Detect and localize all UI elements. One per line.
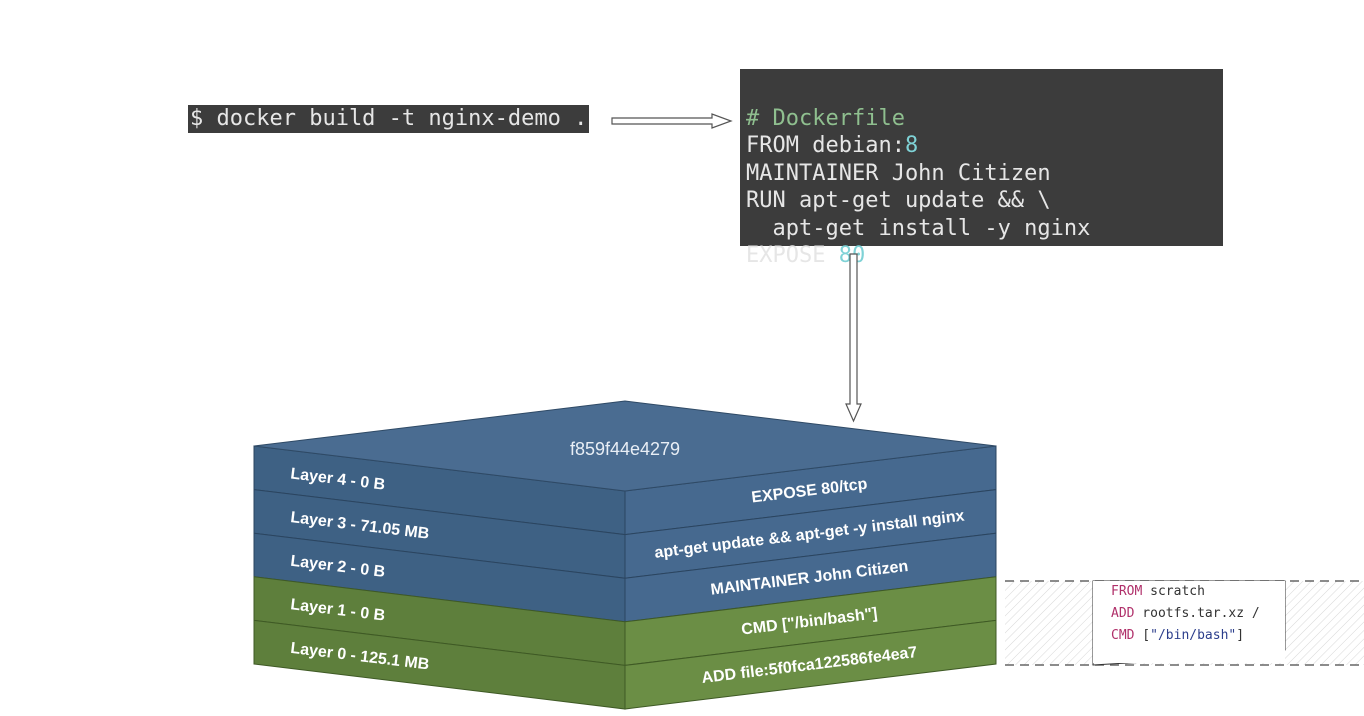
dockerfile-maintainer-line: MAINTAINER John Citizen xyxy=(746,160,1051,186)
image-top-face: f859f44e4279 xyxy=(253,400,997,492)
right-arrow xyxy=(611,113,733,129)
scratch-line-2: ADD rootfs.tar.xz / xyxy=(1111,606,1260,621)
dockerfile-expose-line: EXPOSE 80 xyxy=(746,243,865,268)
dockerfile-from-line: FROM debian:8 xyxy=(746,133,919,158)
scratch-line-3: CMD ["/bin/bash"] xyxy=(1111,628,1245,643)
layer-right-face xyxy=(624,619,997,710)
dockerfile-run-line-2: apt-get install -y nginx xyxy=(746,215,1091,241)
scratch-line-1: FROM scratch xyxy=(1111,584,1205,599)
dockerfile-comment: # Dockerfile xyxy=(746,105,905,131)
down-arrow xyxy=(845,253,862,423)
dockerfile-run-line-1: RUN apt-get update && \ xyxy=(746,188,1051,213)
image-id-label: f859f44e4279 xyxy=(570,439,680,459)
docker-build-command: $ docker build -t nginx-demo . xyxy=(188,105,590,133)
scratch-dockerfile-note: FROM scratch ADD rootfs.tar.xz / CMD ["/… xyxy=(1093,581,1285,663)
